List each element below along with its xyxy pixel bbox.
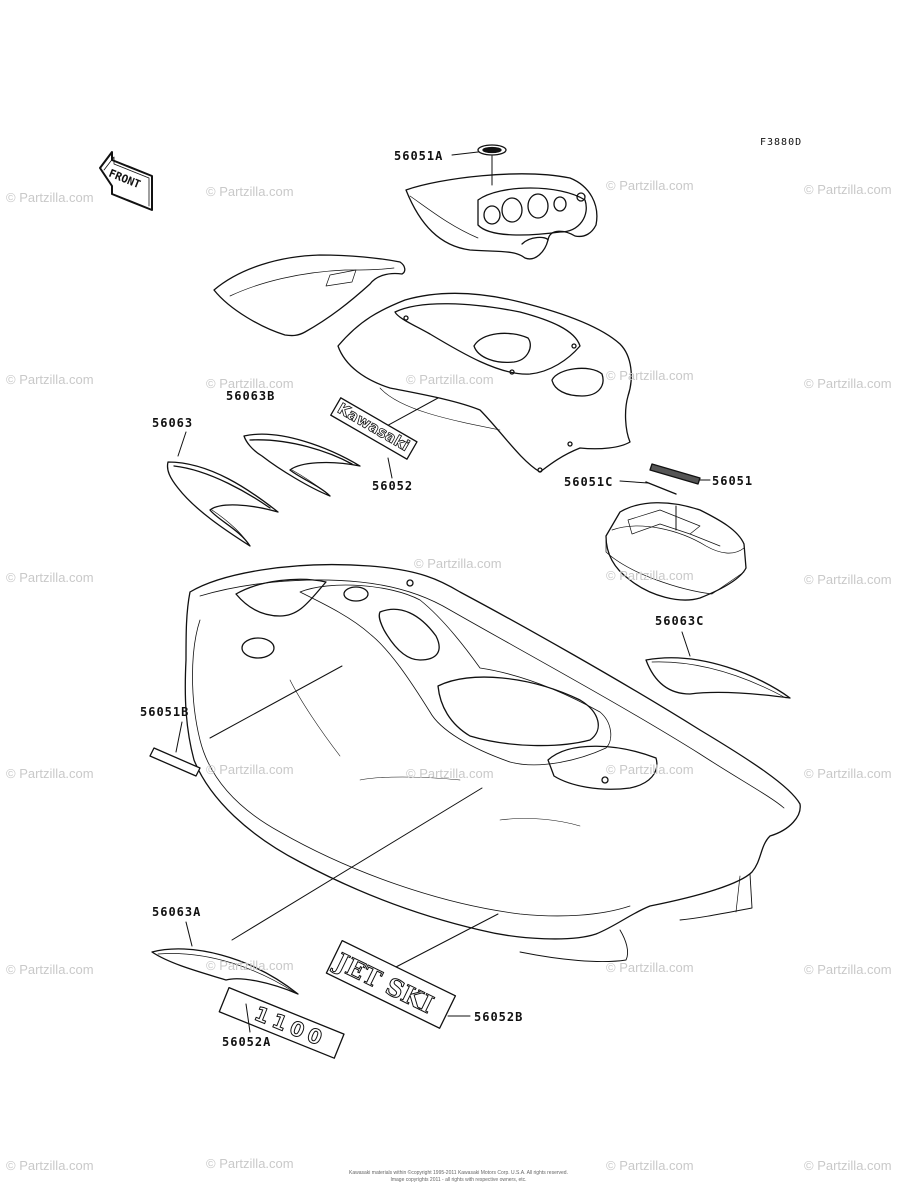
- watermark: © Partzilla.com: [6, 570, 94, 585]
- instrument-cover: [405, 173, 598, 260]
- part-label-56063A[interactable]: 56063A: [152, 905, 202, 919]
- watermark: © Partzilla.com: [406, 372, 494, 387]
- decal-56052B: [325, 939, 457, 1029]
- watermark: © Partzilla.com: [606, 178, 694, 193]
- watermark: © Partzilla.com: [804, 182, 892, 197]
- part-label-56051A[interactable]: 56051A: [394, 149, 444, 163]
- hull-deck: [184, 563, 801, 963]
- watermark: © Partzilla.com: [804, 962, 892, 977]
- part-label-56051C[interactable]: 56051C: [564, 475, 614, 489]
- watermark: © Partzilla.com: [804, 766, 892, 781]
- watermark: © Partzilla.com: [804, 572, 892, 587]
- part-label-56052B[interactable]: 56052B: [474, 1010, 524, 1024]
- part-label-56063[interactable]: 56063: [152, 416, 194, 430]
- part-label-56051B[interactable]: 56051B: [140, 705, 190, 719]
- watermark: © Partzilla.com: [6, 190, 94, 205]
- kawasaki-decal-text: Kawasaki: [334, 399, 412, 455]
- watermark: © Partzilla.com: [606, 368, 694, 383]
- watermark: © Partzilla.com: [606, 568, 694, 583]
- watermark: © Partzilla.com: [206, 762, 294, 777]
- seat-cover: [213, 254, 406, 337]
- storage-compartment: [605, 502, 747, 601]
- part-label-56052[interactable]: 56052: [372, 479, 414, 493]
- watermark: © Partzilla.com: [206, 376, 294, 391]
- drawing-code: F3880D: [760, 137, 803, 148]
- stripe-56063: [166, 461, 279, 547]
- part-label-56063C[interactable]: 56063C: [655, 614, 705, 628]
- watermark: © Partzilla.com: [6, 962, 94, 977]
- watermark: © Partzilla.com: [6, 1158, 94, 1173]
- stripe-56063A: [151, 948, 299, 995]
- part-label-56052A[interactable]: 56052A: [222, 1035, 272, 1049]
- decal-56051A: [477, 144, 507, 156]
- watermark: © Partzilla.com: [606, 762, 694, 777]
- watermark: © Partzilla.com: [406, 766, 494, 781]
- watermark: © Partzilla.com: [6, 372, 94, 387]
- part-label-56063B[interactable]: 56063B: [226, 389, 276, 403]
- decal-56051: [649, 463, 701, 485]
- copyright-line: Image copyrights 2011 - all rights with …: [390, 1177, 527, 1183]
- decal-56052A: [218, 986, 345, 1059]
- console-cover: [337, 292, 632, 473]
- watermark: © Partzilla.com: [606, 960, 694, 975]
- stripe-56063C: [645, 657, 791, 699]
- stripe-56063B: [243, 433, 361, 497]
- watermark: © Partzilla.com: [414, 556, 502, 571]
- watermark: © Partzilla.com: [804, 376, 892, 391]
- watermark: © Partzilla.com: [206, 958, 294, 973]
- watermark: © Partzilla.com: [804, 1158, 892, 1173]
- watermark: © Partzilla.com: [6, 766, 94, 781]
- watermark: © Partzilla.com: [606, 1158, 694, 1173]
- watermark: © Partzilla.com: [206, 1156, 294, 1171]
- part-label-56051[interactable]: 56051: [712, 474, 754, 488]
- decal-56052: [330, 397, 418, 460]
- front-arrow-icon: [99, 151, 153, 211]
- copyright-line: Kawasaki materials within ©copyright 199…: [349, 1170, 568, 1176]
- decal-56051B: [149, 747, 201, 777]
- watermark: © Partzilla.com: [206, 184, 294, 199]
